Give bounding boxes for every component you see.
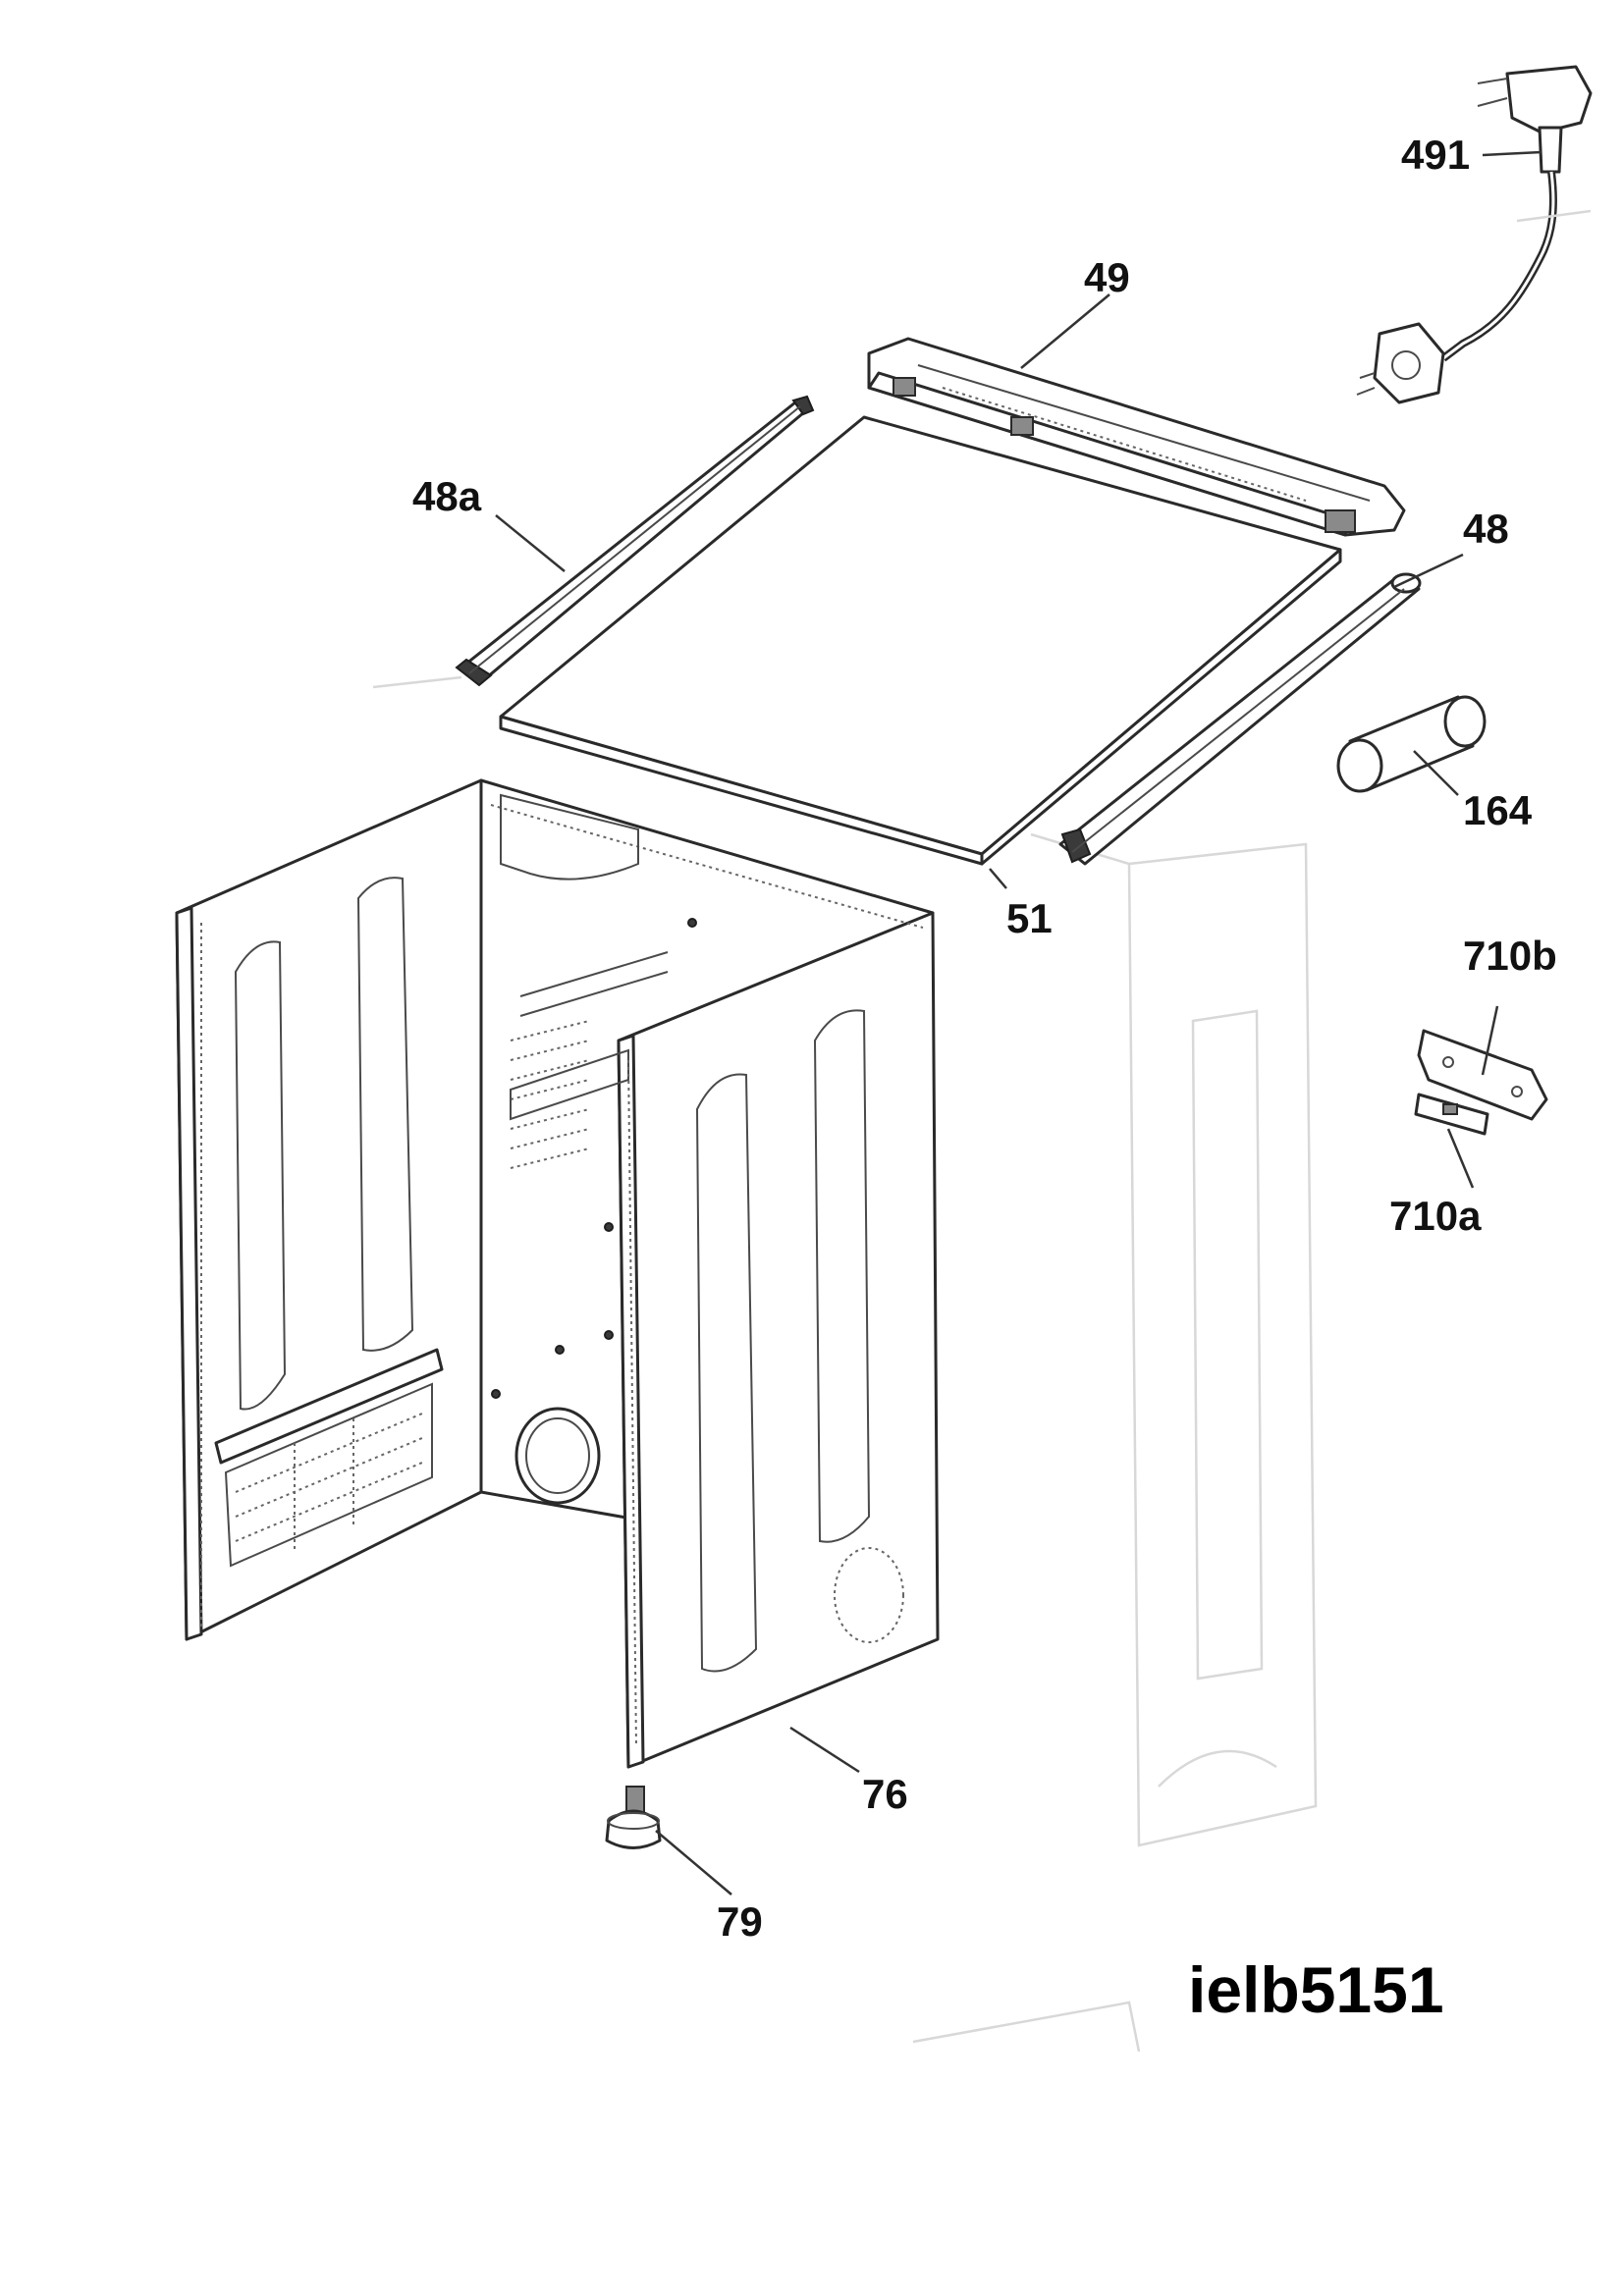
label-48a: 48a: [412, 473, 482, 519]
label-51: 51: [1006, 895, 1053, 941]
right-top-rail-part: [1058, 572, 1422, 866]
label-710b: 710b: [1463, 933, 1557, 979]
label-76: 76: [862, 1771, 908, 1817]
part-labels: 491 49 48a 48 164 51 710b 710a 76 79: [412, 132, 1557, 1945]
adjustable-foot-part: [605, 1786, 662, 1849]
left-top-rail-part: [455, 395, 815, 687]
label-491: 491: [1401, 132, 1470, 178]
door-catch-part: [1414, 1029, 1548, 1136]
leader-lines: [495, 150, 1542, 1896]
cabinet-part: [175, 778, 940, 1769]
label-164: 164: [1463, 787, 1533, 833]
label-48: 48: [1463, 506, 1509, 552]
label-79: 79: [717, 1898, 763, 1945]
worktop-part: [499, 415, 1342, 866]
capacitor-part: [1336, 695, 1487, 793]
control-panel-part: [867, 337, 1406, 537]
diagram-code: ielb5151: [1188, 1953, 1444, 2026]
mains-cable-part: [1356, 65, 1593, 404]
label-710a: 710a: [1389, 1193, 1482, 1239]
label-49: 49: [1084, 254, 1130, 300]
